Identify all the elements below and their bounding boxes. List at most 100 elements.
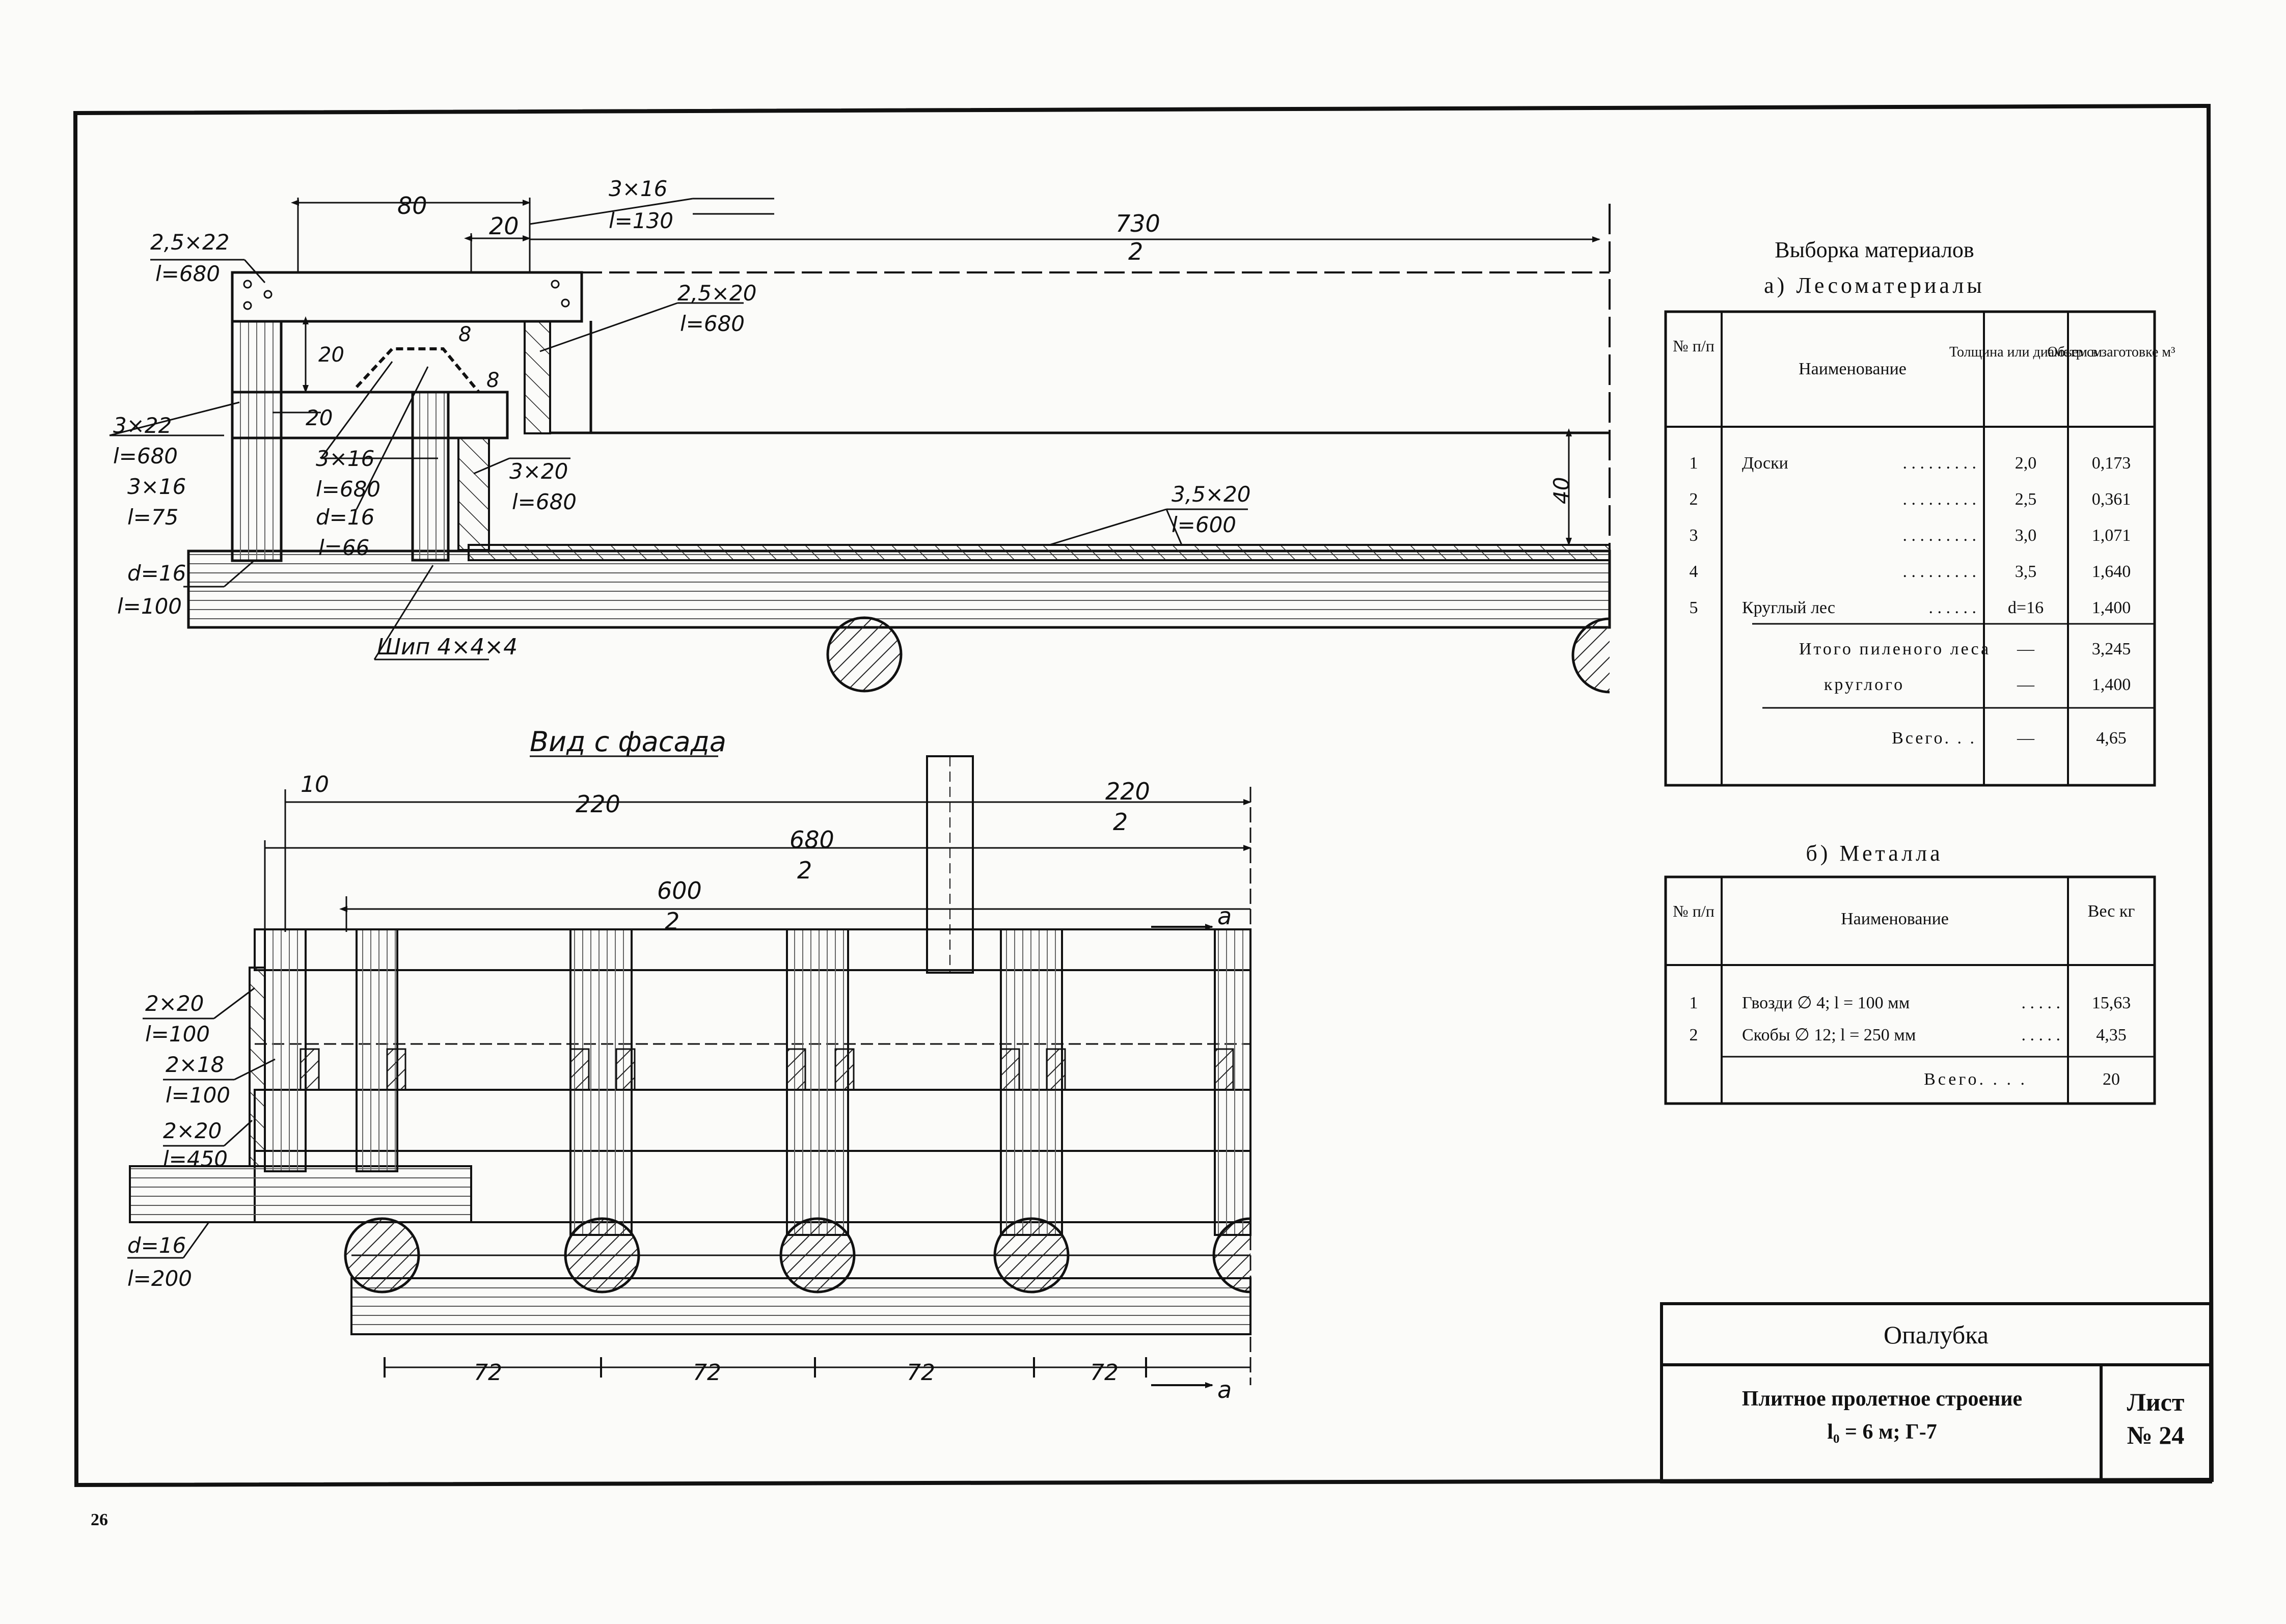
log-4 — [993, 1217, 1070, 1293]
metal-row-num: 2 — [1690, 1026, 1698, 1044]
timber-table: № п/п Наименование Толщина или диаметр с… — [1664, 310, 2175, 787]
log-section — [826, 616, 903, 693]
cheek-board — [249, 967, 266, 1167]
timber-row-volume: 0,361 — [2092, 490, 2131, 509]
label-board-3x16-c: 3×16 — [316, 446, 374, 471]
waler-top — [254, 928, 1251, 971]
materials-section: Выборка материалов а) Лесоматериалы № п/… — [1664, 237, 2175, 1105]
label-board-2x18-len: l=100 — [166, 1083, 230, 1108]
dim-600-den: 2 — [665, 907, 679, 935]
post-mid — [411, 391, 450, 562]
timber-total-label: Итого пиленого леса — [1799, 640, 1991, 658]
label-board-3x16-b-len: l=75 — [127, 505, 178, 530]
timber-row-name: Доски — [1742, 454, 1788, 473]
metal-rows: 1 Гвозди ∅ 4; l = 100 мм . . . . . 15,63 2 Ск… — [1690, 994, 2131, 1044]
label-board-3x22: 3×22 — [113, 413, 172, 438]
metal-row-fill: . . . . . — [2022, 1026, 2061, 1044]
metal-col-name: Наименование — [1841, 910, 1949, 928]
label-round-d16-b: d=16 — [127, 561, 186, 586]
dim-40: 40 — [1549, 477, 1574, 504]
label-board-2x20-a-len: l=100 — [145, 1022, 210, 1047]
metal-row-fill: . . . . . — [2022, 994, 2061, 1012]
timber-total-thickness: — — [2017, 729, 2035, 748]
timber-row-fill: . . . . . . — [1929, 598, 1977, 617]
title-block-desc-1: Плитное пролетное строение — [1742, 1387, 2022, 1411]
log-3 — [779, 1217, 856, 1293]
timber-row-name: Круглый лес — [1742, 598, 1835, 617]
metal-table: № п/п Наименование Вес кг 1 Гвозди ∅ 4; l… — [1664, 875, 2156, 1105]
dim-680: 680 — [790, 826, 834, 854]
label-board-3x22-len: l=680 — [113, 444, 178, 469]
label-round-d16-len: l=66 — [318, 535, 369, 560]
dim-730-den: 2 — [1128, 238, 1143, 265]
label-round-d16: d=16 — [316, 505, 374, 530]
timber-total-volume: 3,245 — [2092, 640, 2131, 658]
dim-20-vertical: 20 — [318, 343, 344, 367]
metal-row-name: Скобы ∅ 12; l = 250 мм — [1742, 1026, 1916, 1044]
col-header-num: № п/п — [1673, 337, 1715, 355]
materials-title: Выборка материалов — [1775, 237, 1974, 262]
dim-680-den: 2 — [797, 857, 812, 884]
section-mark-a-bottom: a — [1217, 1376, 1232, 1403]
sheet-label: Лист — [2127, 1388, 2185, 1416]
col-header-name: Наименование — [1799, 360, 1907, 378]
dim-20-horizontal: 20 — [306, 405, 333, 430]
dim-10: 10 — [301, 772, 329, 797]
dim-600: 600 — [657, 877, 702, 904]
post-left — [231, 320, 283, 562]
metal-row-weight: 4,35 — [2096, 1026, 2127, 1044]
timber-row-num: 2 — [1690, 490, 1698, 509]
side-column — [457, 437, 490, 551]
timber-row-volume: 1,640 — [2092, 562, 2131, 581]
timber-total-volume: 1,400 — [2092, 675, 2131, 694]
label-board-2x20-b-len: l=450 — [163, 1146, 228, 1171]
label-board-2.5x20-len: l=680 — [680, 311, 745, 336]
timber-row-fill: . . . . . . . . . — [1903, 526, 1977, 545]
spacing-72-3: 72 — [907, 1360, 935, 1386]
timber-row-fill: . . . . . . . . . — [1903, 562, 1977, 581]
timber-subtitle: а) Лесоматериалы — [1764, 273, 1985, 298]
timber-row-fill: . . . . . . . . . — [1903, 490, 1977, 509]
timber-row-num: 5 — [1690, 598, 1698, 617]
facade-title: Вид с фасада — [530, 726, 726, 758]
col-header-volume: Объем в заготовке м³ — [2047, 344, 2175, 360]
timber-total-thickness: — — [2017, 640, 2035, 658]
spacing-72-4: 72 — [1090, 1360, 1119, 1386]
label-board-3.5x20-len: l=600 — [1172, 512, 1236, 537]
label-board-3x16-b: 3×16 — [127, 474, 186, 499]
timber-row-volume: 1,400 — [2092, 598, 2131, 617]
label-board-2x20-b: 2×20 — [163, 1118, 222, 1143]
dim-8-b: 8 — [486, 369, 499, 392]
timber-row-thickness: d=16 — [2008, 598, 2044, 617]
dim-220-half: 220 — [1105, 778, 1150, 805]
timber-total-label: Всего. . . — [1892, 729, 1976, 748]
metal-col-weight: Вес кг — [2088, 902, 2135, 921]
timber-row-num: 3 — [1690, 526, 1698, 545]
timber-row-num: 4 — [1690, 562, 1698, 581]
timber-row-volume: 0,173 — [2092, 454, 2131, 473]
metal-row-name: Гвозди ∅ 4; l = 100 мм — [1742, 994, 1910, 1012]
label-board-2x18: 2×18 — [166, 1052, 224, 1077]
label-board-3x16: 3×16 — [609, 176, 667, 201]
metal-row-weight: 15,63 — [2092, 994, 2131, 1012]
dim-220-half-den: 2 — [1113, 808, 1128, 836]
log-section-edge — [1571, 617, 1610, 694]
metal-row-num: 1 — [1690, 994, 1698, 1012]
label-board-3x20: 3×20 — [509, 459, 568, 484]
timber-row-thickness: 3,5 — [2015, 562, 2037, 581]
page-number: 26 — [91, 1510, 108, 1529]
label-round-d16-b-len: l=100 — [117, 594, 182, 619]
label-round-d16: d=16 — [127, 1233, 186, 1258]
spacing-72-1: 72 — [474, 1360, 502, 1386]
timber-total-label: круглого — [1824, 675, 1904, 694]
label-board-2.5x20: 2,5×20 — [677, 281, 756, 306]
metal-total-weight: 20 — [2103, 1070, 2120, 1089]
timber-row-thickness: 3,0 — [2015, 526, 2037, 545]
waler-middle — [254, 1089, 1251, 1152]
metal-total-label: Всего. . . . — [1924, 1070, 2027, 1089]
metal-col-num: № п/п — [1673, 902, 1715, 920]
label-tenon: Шип 4×4×4 — [377, 634, 518, 660]
label-board-3x16-c-len: l=680 — [316, 477, 380, 502]
